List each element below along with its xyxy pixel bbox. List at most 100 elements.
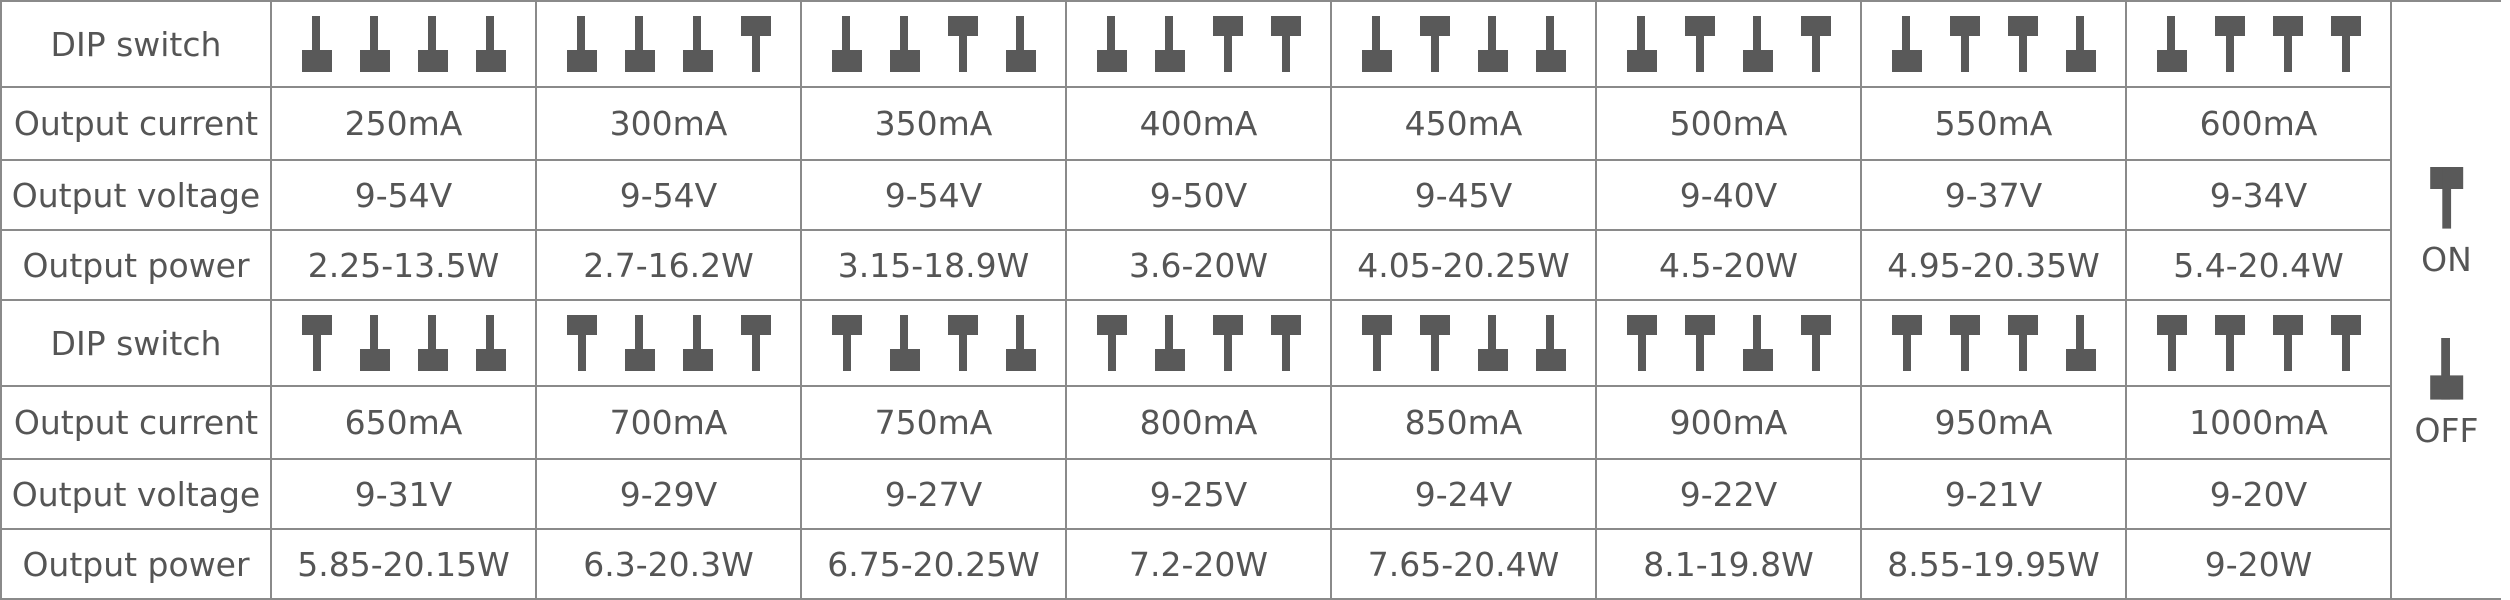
dip-switch-cell xyxy=(270,299,537,387)
legend-off-label: OFF xyxy=(2414,410,2479,450)
output-current-label: Output current xyxy=(0,86,272,161)
dip-switch-on-icon xyxy=(1625,315,1659,371)
dip-switch-off-icon xyxy=(1741,315,1775,371)
output-power-cell: 3.6-20W xyxy=(1065,229,1332,301)
dip-switch-off-icon xyxy=(888,16,922,72)
dip-switch-cell xyxy=(2125,299,2392,387)
dip-switch-on-icon xyxy=(2329,315,2363,371)
dip-switch-on-icon xyxy=(1890,315,1924,371)
dip-switch-on-icon xyxy=(1948,315,1982,371)
output-current-cell: 700mA xyxy=(535,385,802,460)
dip-switch-cell xyxy=(1330,0,1597,88)
dip-switch-off-icon xyxy=(358,16,392,72)
dip-switch-on-icon xyxy=(1799,315,1833,371)
output-power-cell: 6.3-20.3W xyxy=(535,528,802,600)
dip-switch-on-icon xyxy=(2428,167,2465,229)
output-current-cell: 800mA xyxy=(1065,385,1332,460)
dip-switch-off-icon xyxy=(1360,16,1394,72)
dip-switch-group xyxy=(272,315,535,371)
dip-switch-on-icon xyxy=(1683,315,1717,371)
dip-switch-cell xyxy=(1330,299,1597,387)
output-voltage-label: Output voltage xyxy=(0,159,272,231)
output-current-label: Output current xyxy=(0,385,272,460)
dip-switch-on-icon xyxy=(2155,315,2189,371)
dip-switch-group xyxy=(1067,16,1330,72)
dip-switch-on-icon xyxy=(1269,16,1303,72)
dip-switch-group xyxy=(2127,315,2390,371)
dip-switch-off-icon xyxy=(2064,16,2098,72)
dip-switch-on-icon xyxy=(946,315,980,371)
dip-switch-cell xyxy=(1860,299,2127,387)
dip-switch-group xyxy=(1332,315,1595,371)
dip-switch-off-icon xyxy=(623,16,657,72)
output-power-cell: 7.2-20W xyxy=(1065,528,1332,600)
legend-box: ON OFF xyxy=(2392,153,2501,450)
output-voltage-cell: 9-45V xyxy=(1330,159,1597,231)
dip-switch-off-icon xyxy=(888,315,922,371)
dip-switch-on-icon xyxy=(1683,16,1717,72)
output-voltage-cell: 9-54V xyxy=(800,159,1067,231)
output-voltage-cell: 9-54V xyxy=(535,159,802,231)
dip-switch-group xyxy=(802,16,1065,72)
dip-switch-group xyxy=(2127,16,2390,72)
dip-switch-group xyxy=(1597,16,1860,72)
dip-switch-group xyxy=(1597,315,1860,371)
legend-on-label: ON xyxy=(2421,240,2472,279)
output-current-cell: 250mA xyxy=(270,86,537,161)
dip-switch-cell xyxy=(1065,0,1332,88)
dip-switch-on-icon xyxy=(1418,315,1452,371)
dip-switch-off-icon xyxy=(300,16,334,72)
dip-switch-on-icon xyxy=(2006,315,2040,371)
output-voltage-cell: 9-21V xyxy=(1860,458,2127,530)
dip-switch-off-icon xyxy=(474,16,508,72)
output-voltage-cell: 9-31V xyxy=(270,458,537,530)
dip-switch-on-icon xyxy=(1269,315,1303,371)
dip-switch-group xyxy=(1067,315,1330,371)
dip-switch-off-icon xyxy=(416,315,450,371)
output-current-cell: 450mA xyxy=(1330,86,1597,161)
output-power-cell: 8.1-19.8W xyxy=(1595,528,1862,600)
output-current-cell: 750mA xyxy=(800,385,1067,460)
dip-switch-label: DIP switch xyxy=(0,299,272,387)
dip-switch-cell xyxy=(535,0,802,88)
output-voltage-cell: 9-27V xyxy=(800,458,1067,530)
dip-switch-on-icon xyxy=(2006,16,2040,72)
output-current-cell: 650mA xyxy=(270,385,537,460)
output-voltage-cell: 9-50V xyxy=(1065,159,1332,231)
output-voltage-cell: 9-54V xyxy=(270,159,537,231)
dip-switch-on-icon xyxy=(2213,315,2247,371)
output-power-cell: 7.65-20.4W xyxy=(1330,528,1597,600)
dip-switch-on-icon xyxy=(1948,16,1982,72)
dip-switch-off-icon xyxy=(1153,315,1187,371)
dip-switch-off-icon xyxy=(474,315,508,371)
dip-switch-off-icon xyxy=(1890,16,1924,72)
dip-switch-off-icon xyxy=(1625,16,1659,72)
dip-switch-group xyxy=(1862,315,2125,371)
dip-switch-on-icon xyxy=(300,315,334,371)
output-power-cell: 4.95-20.35W xyxy=(1860,229,2127,301)
output-power-cell: 8.55-19.95W xyxy=(1860,528,2127,600)
output-current-cell: 300mA xyxy=(535,86,802,161)
dip-switch-off-icon xyxy=(1004,315,1038,371)
output-power-cell: 4.05-20.25W xyxy=(1330,229,1597,301)
dip-switch-off-icon xyxy=(681,315,715,371)
legend-on: ON xyxy=(2421,153,2472,276)
dip-switch-off-icon xyxy=(1741,16,1775,72)
output-current-cell: 1000mA xyxy=(2125,385,2392,460)
dip-switch-group xyxy=(537,315,800,371)
output-voltage-cell: 9-40V xyxy=(1595,159,1862,231)
output-voltage-cell: 9-29V xyxy=(535,458,802,530)
dip-switch-off-icon xyxy=(1534,16,1568,72)
dip-switch-on-icon xyxy=(946,16,980,72)
output-power-cell: 5.4-20.4W xyxy=(2125,229,2392,301)
output-power-cell: 3.15-18.9W xyxy=(800,229,1067,301)
output-voltage-cell: 9-22V xyxy=(1595,458,1862,530)
output-voltage-cell: 9-24V xyxy=(1330,458,1597,530)
